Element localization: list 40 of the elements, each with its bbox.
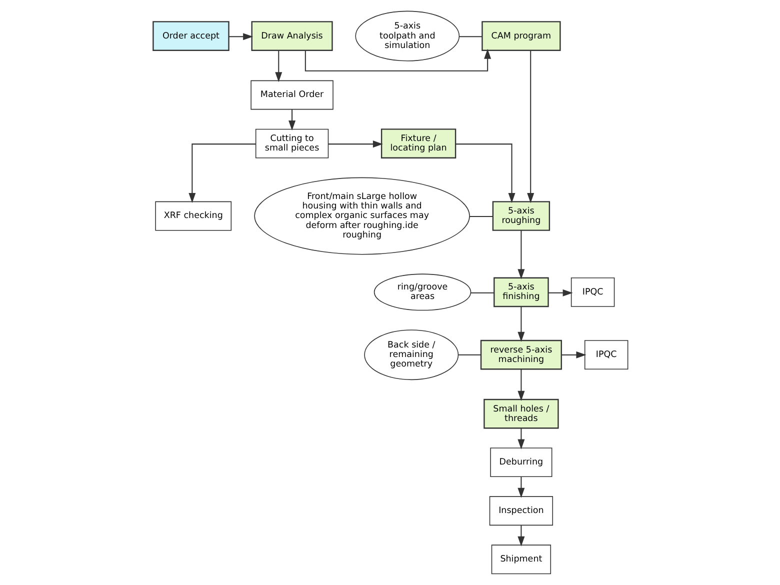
arrow — [517, 428, 524, 450]
node-box: reverse 5-axis machining — [480, 340, 562, 370]
node-box: IPQC — [584, 340, 628, 370]
node-box: Draw Analysis — [250, 21, 332, 51]
node-box: Cutting to small pieces — [254, 128, 328, 158]
node-box: Material Order — [250, 80, 333, 110]
arrow — [188, 144, 256, 204]
arrow — [228, 33, 253, 40]
arrow — [274, 50, 282, 82]
node-box: Small holes / threads — [483, 398, 558, 429]
node-box: CAM program — [481, 21, 560, 51]
arrow — [517, 525, 524, 546]
node-ellipse: Front/main sLarge hollow housing with thin walls and complex organic surfaces may deform after roughing.ide roughing — [254, 177, 470, 255]
arrow — [288, 110, 296, 131]
connector — [458, 36, 482, 38]
arrow — [455, 144, 515, 204]
node-box: 5-axis roughing — [492, 201, 550, 231]
arrow — [517, 476, 524, 498]
node-box: IPQC — [570, 277, 614, 307]
node-ellipse: Back side / remaining geometry — [364, 330, 458, 380]
node-ellipse: ring/groove areas — [373, 274, 471, 311]
node-box: Deburring — [490, 448, 552, 478]
arrow — [517, 369, 524, 401]
connector — [458, 354, 480, 356]
arrow — [526, 50, 534, 204]
arrow — [517, 230, 524, 280]
node-box: Shipment — [490, 544, 551, 574]
arrow — [561, 351, 586, 358]
node-box: Fixture / locating plan — [380, 128, 456, 158]
node-box: 5-axis finishing — [493, 277, 548, 308]
node-box: Inspection — [488, 496, 553, 526]
node-box: Order accept — [152, 21, 229, 51]
connector — [469, 216, 492, 217]
node-box: XRF checking — [154, 201, 232, 231]
arrow — [304, 48, 491, 72]
arrow — [548, 289, 572, 296]
arrow — [517, 306, 524, 342]
arrow — [328, 140, 382, 148]
node-ellipse: 5-axis toolpath and simulation — [354, 10, 460, 62]
connector — [470, 292, 494, 294]
